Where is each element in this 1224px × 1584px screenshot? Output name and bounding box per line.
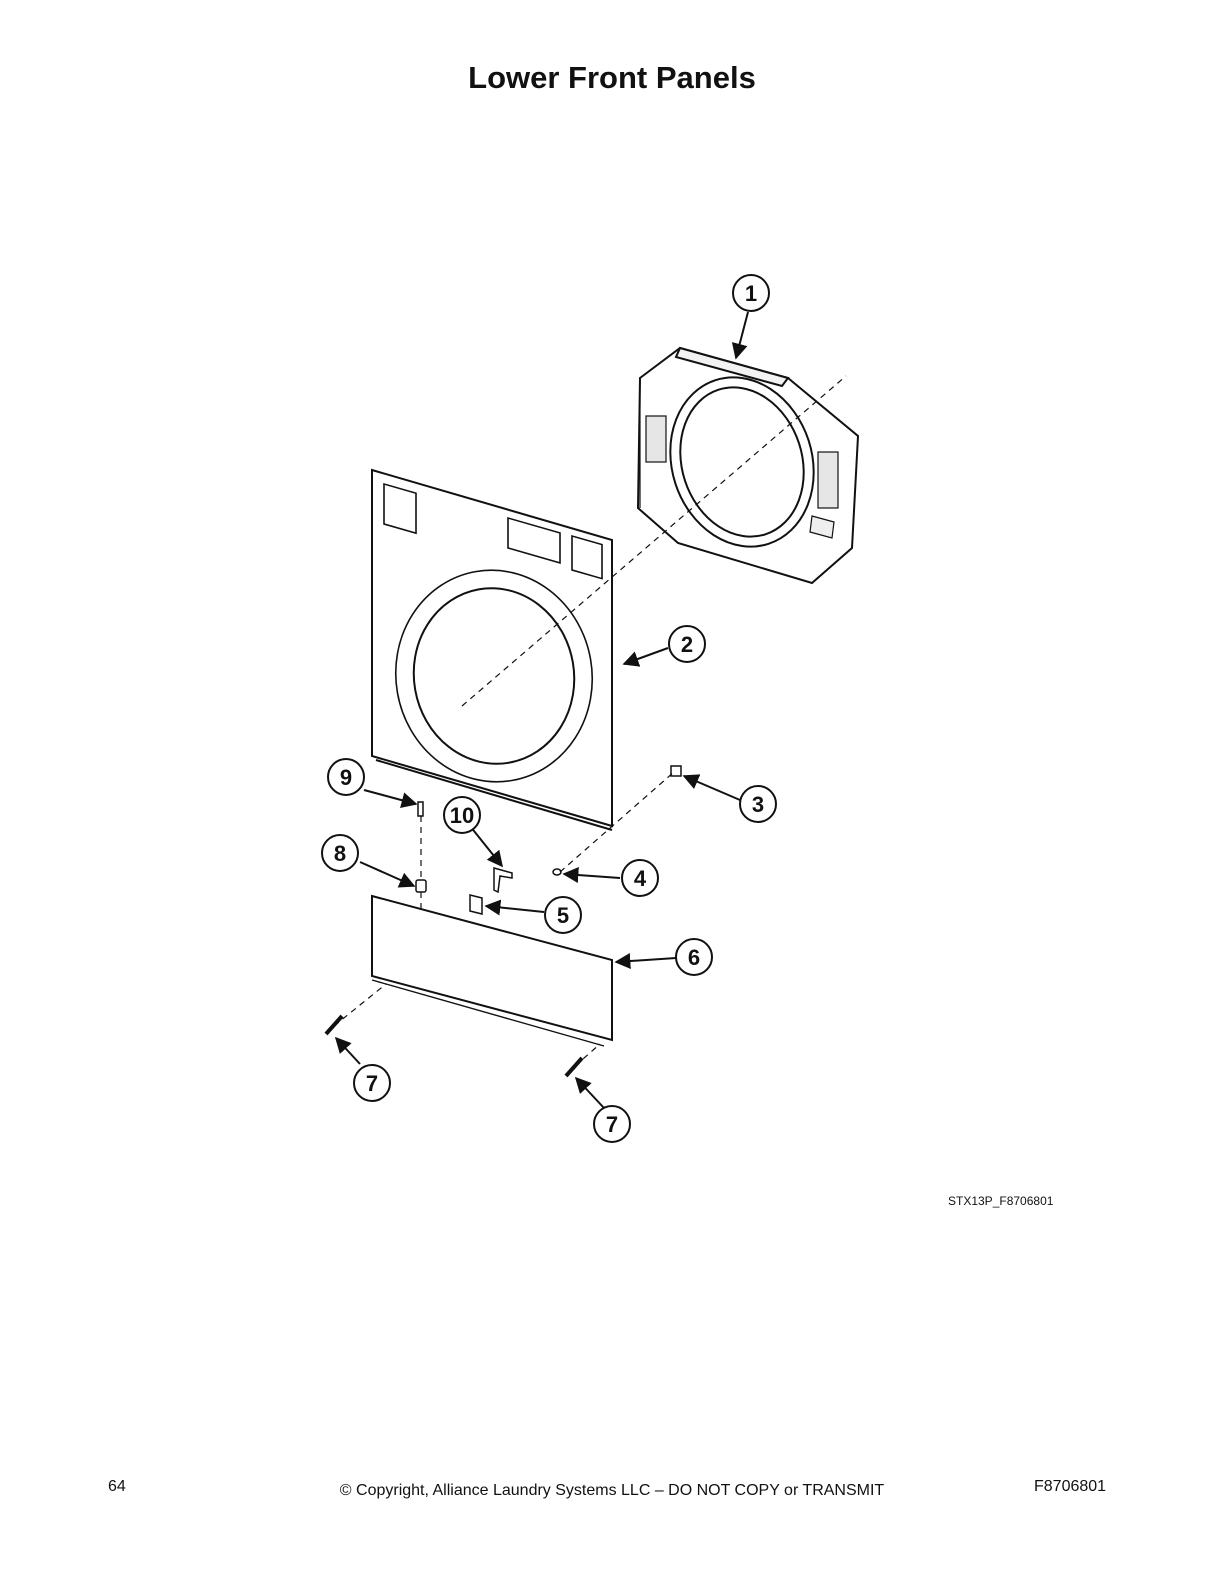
- svg-text:7: 7: [366, 1071, 378, 1096]
- callout-7b: 7: [593, 1105, 631, 1143]
- callout-8: 8: [321, 834, 359, 872]
- page-title: Lower Front Panels: [468, 60, 756, 95]
- part-lower-front-panel: [371, 468, 613, 831]
- callout-3: 3: [739, 785, 777, 823]
- page-number: 64: [108, 1478, 126, 1495]
- svg-text:7: 7: [606, 1112, 618, 1137]
- callout-10: 10: [443, 796, 481, 834]
- document-id: F8706801: [1034, 1478, 1107, 1495]
- part-bolt: [564, 1056, 584, 1078]
- part-speed-nut: [670, 765, 682, 777]
- svg-text:3: 3: [752, 792, 764, 817]
- part-bracket: [493, 867, 513, 894]
- svg-text:4: 4: [634, 866, 647, 891]
- part-pin: [417, 801, 424, 817]
- part-spacer: [415, 879, 427, 893]
- callouts: 1 2 3 4 5 6 7 7 8 9 10: [321, 274, 777, 1143]
- copyright-notice: © Copyright, Alliance Laundry Systems LL…: [339, 1482, 885, 1499]
- drawing-id: STX13P_F8706801: [948, 1194, 1054, 1208]
- part-door-frame: [636, 346, 860, 585]
- callout-2: 2: [668, 625, 706, 663]
- callout-7a: 7: [353, 1064, 391, 1102]
- part-kick-panel: [371, 894, 613, 1047]
- svg-text:5: 5: [557, 903, 569, 928]
- part-clip: [469, 894, 483, 915]
- svg-text:10: 10: [450, 803, 474, 828]
- callout-9: 9: [327, 758, 365, 796]
- callout-1: 1: [732, 274, 770, 312]
- svg-text:6: 6: [688, 945, 700, 970]
- svg-text:1: 1: [745, 281, 757, 306]
- assembly-lines: [333, 375, 847, 1067]
- svg-text:8: 8: [334, 841, 346, 866]
- callout-6: 6: [675, 938, 713, 976]
- callout-5: 5: [544, 896, 582, 934]
- part-screw: [552, 868, 562, 876]
- svg-text:2: 2: [681, 632, 693, 657]
- part-bolt: [324, 1014, 344, 1036]
- callout-leaders: [334, 311, 749, 1109]
- callout-4: 4: [621, 859, 659, 897]
- svg-text:9: 9: [340, 765, 352, 790]
